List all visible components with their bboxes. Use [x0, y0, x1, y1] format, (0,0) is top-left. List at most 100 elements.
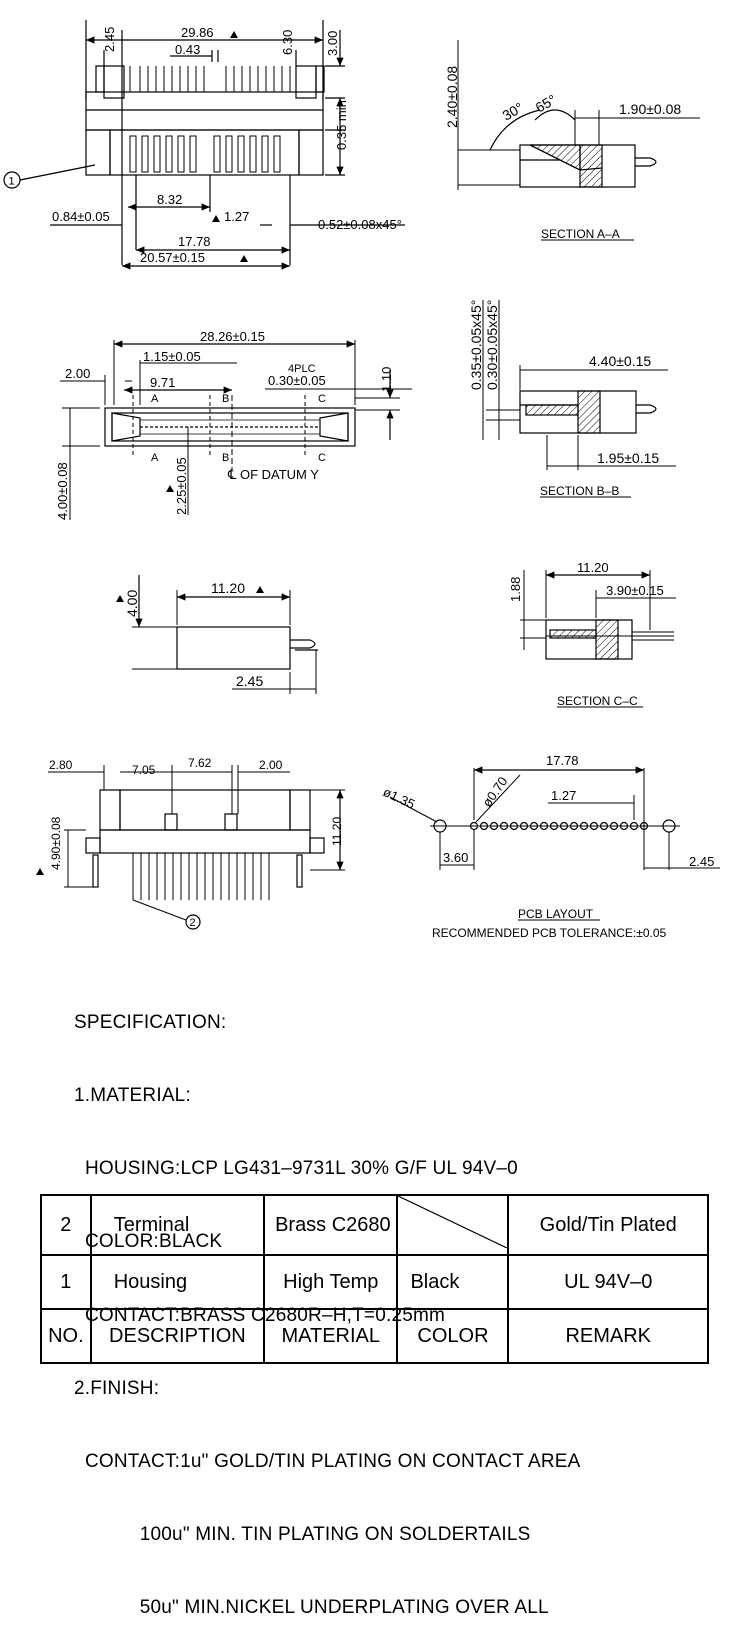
dim-4-40: 4.40±0.15: [589, 353, 651, 369]
header-no: NO.: [40, 1308, 92, 1364]
section-mark-c: C: [318, 452, 326, 464]
section-b-b-labels: 0.35±0.05x45° 0.30±0.05x45° 4.40±0.15 1.…: [468, 300, 659, 498]
dim-0-84: 0.84±0.05: [52, 209, 110, 224]
dim-11-20: 11.20: [577, 560, 609, 575]
spec-line: 2.FINISH:: [74, 1377, 160, 1399]
dim-0-52: 0.52±0.08x45°: [318, 217, 402, 232]
cell-material: High Temp: [263, 1254, 399, 1310]
pcb-layout-labels: 17.78 ø1.35 ø0.70 1.27 3.60 2.45 PCB LAY…: [381, 753, 715, 940]
cell-color-empty: [396, 1194, 510, 1256]
front-view-labels: 28.26±0.15 1.15±0.05 2.00 9.71 4PLC 0.30…: [55, 329, 394, 520]
dim-1-10: 1.10: [379, 367, 394, 392]
dim-17-78: 17.78: [546, 753, 579, 768]
significant-dim-triangle: [256, 586, 264, 593]
angle-65: 65°: [533, 91, 559, 115]
section-mark-a: A: [151, 452, 159, 464]
spec-line: CONTACT:1u" GOLD/TIN PLATING ON CONTACT …: [74, 1451, 581, 1473]
section-c-c-title: SECTION C–C: [557, 694, 638, 708]
side-view-labels: 4.00 11.20 2.45: [116, 580, 264, 689]
pcb-tolerance-note: RECOMMENDED PCB TOLERANCE:±0.05: [432, 926, 667, 940]
dim-17-78: 17.78: [178, 234, 211, 249]
cell-description: Housing: [89, 1254, 266, 1310]
header-description: DESCRIPTION: [89, 1308, 266, 1364]
cell-color: Black: [396, 1254, 510, 1310]
spec-line: 50u" MIN.NICKEL UNDERPLATING OVER ALL: [74, 1597, 549, 1619]
header-color: COLOR: [396, 1308, 510, 1364]
connector-drawing: 29.86 0.43 2.45 6.30 3.00 0.35 min 8.32 …: [3, 20, 720, 940]
callout-2: 2: [190, 917, 196, 929]
dim-2-00: 2.00: [259, 758, 283, 772]
dim-0-30-chamfer: 0.30±0.05x45°: [484, 300, 500, 390]
dim-6-30: 6.30: [280, 30, 295, 55]
section-a-a: [457, 40, 700, 241]
dim-7-62: 7.62: [188, 756, 212, 770]
dim-0-43: 0.43: [175, 42, 200, 57]
top-view: [3, 20, 405, 270]
cell-material: Brass C2680: [263, 1194, 399, 1256]
bottom-view-labels: 2.80 7.05 7.62 2.00 11.20 4.90±0.08 2: [36, 756, 344, 929]
diagonal-slash: [398, 1195, 508, 1249]
spec-line: SPECIFICATION:: [74, 1011, 227, 1033]
spec-line: 100u" MIN. TIN PLATING ON SOLDERTAILS: [74, 1524, 531, 1546]
section-mark-c: C: [318, 393, 326, 405]
dim-29-86: 29.86: [181, 25, 214, 40]
dim-dia-0-70: ø0.70: [479, 774, 510, 810]
dim-3-90: 3.90±0.15: [606, 583, 664, 598]
dim-4-90: 4.90±0.08: [49, 816, 63, 870]
section-b-b-title: SECTION B–B: [540, 484, 619, 498]
section-b-b: [482, 300, 676, 498]
header-material: MATERIAL: [263, 1308, 399, 1364]
side-view: [132, 575, 318, 694]
pcb-layout: [389, 766, 720, 921]
front-view: [60, 340, 412, 520]
dim-2-45: 2.45: [689, 854, 714, 869]
dim-2-80: 2.80: [49, 758, 73, 772]
dim-2-45: 2.45: [236, 673, 263, 689]
dim-4-00: 4.00±0.08: [55, 462, 70, 520]
cell-no: 2: [40, 1194, 92, 1256]
dim-2-00: 2.00: [65, 366, 90, 381]
dim-8-32: 8.32: [157, 192, 182, 207]
dim-3-00: 3.00: [325, 31, 340, 56]
significant-dim-triangle: [230, 31, 238, 38]
pcb-layout-title: PCB LAYOUT: [518, 907, 594, 921]
table-row: 1 Housing High Temp Black UL 94V–0: [40, 1254, 709, 1310]
dim-3-60: 3.60: [443, 850, 468, 865]
section-c-c: [520, 570, 676, 708]
dim-1-15: 1.15±0.05: [143, 349, 201, 364]
cell-no: 1: [40, 1254, 92, 1310]
dim-9-71: 9.71: [150, 375, 175, 390]
dim-dia-1-35: ø1.35: [381, 784, 417, 812]
angle-30: 30°: [500, 99, 526, 123]
header-remark: REMARK: [507, 1308, 709, 1364]
dim-0-35-chamfer: 0.35±0.05x45°: [468, 300, 484, 390]
section-mark-b: B: [222, 393, 229, 405]
top-view-labels: 29.86 0.43 2.45 6.30 3.00 0.35 min 8.32 …: [9, 25, 402, 265]
section-mark-b: B: [222, 452, 229, 464]
dim-20-57: 20.57±0.15: [140, 250, 205, 265]
table-row: 2 Terminal Brass C2680 Gold/Tin Plated: [40, 1194, 709, 1256]
cell-remark: Gold/Tin Plated: [507, 1194, 709, 1256]
significant-dim-triangle: [212, 215, 220, 222]
significant-dim-triangle: [36, 868, 44, 875]
bottom-view: [48, 765, 345, 930]
dim-4-00: 4.00: [124, 590, 140, 617]
dim-2-40: 2.40±0.08: [444, 66, 460, 128]
section-c-c-labels: 1.88 11.20 3.90±0.15 SECTION C–C: [508, 560, 664, 708]
dim-2-45: 2.45: [102, 27, 117, 52]
dim-11-20: 11.20: [330, 817, 344, 846]
section-mark-a: A: [151, 393, 159, 405]
dim-1-27: 1.27: [224, 209, 249, 224]
callout-1: 1: [9, 176, 15, 188]
significant-dim-triangle: [116, 595, 124, 602]
dim-1-90: 1.90±0.08: [619, 101, 681, 117]
dim-7-05: 7.05: [132, 763, 156, 777]
cell-remark: UL 94V–0: [507, 1254, 709, 1310]
dim-1-27: 1.27: [551, 788, 576, 803]
dim-11-20: 11.20: [211, 580, 245, 596]
dim-0-30: 0.30±0.05: [268, 373, 326, 388]
label-4plc: 4PLC: [288, 363, 316, 375]
dim-1-88: 1.88: [508, 577, 523, 602]
section-a-a-labels: 2.40±0.08 30° 65° 1.90±0.08 SECTION A–A: [444, 66, 681, 241]
significant-dim-triangle: [166, 485, 174, 492]
